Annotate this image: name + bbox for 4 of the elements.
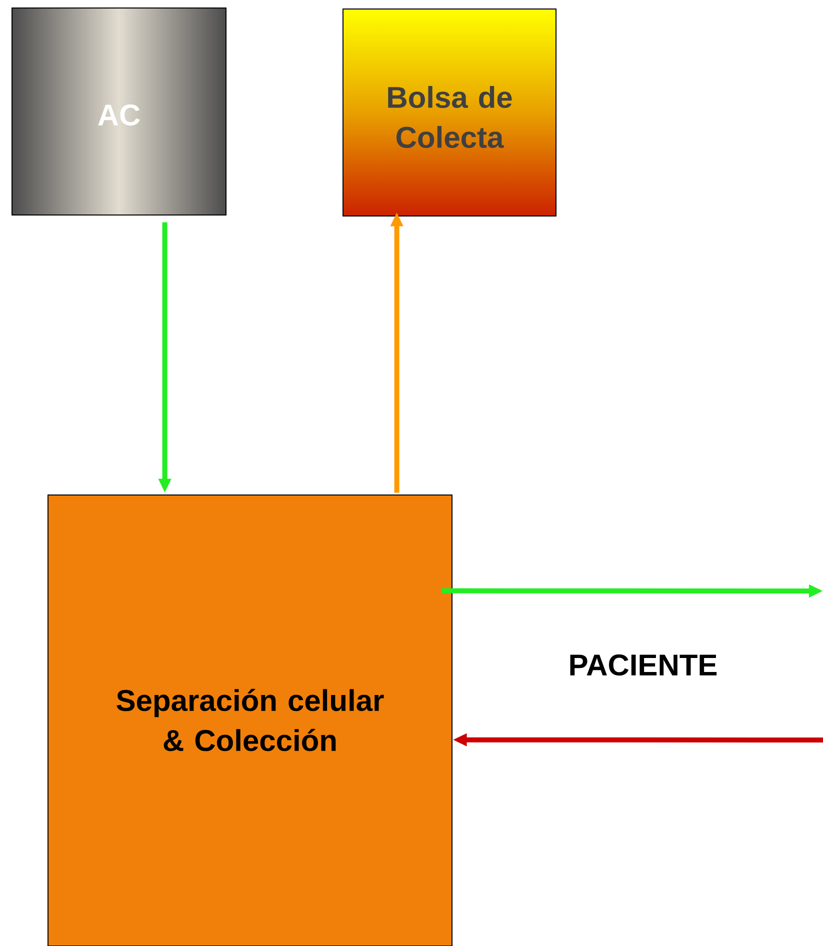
process-box: Bolsa de Colecta: [342, 8, 556, 216]
patient-label: PACIENTE: [570, 654, 717, 676]
process-box: AC: [12, 8, 226, 216]
process-box: Separación celular & Colección: [48, 494, 452, 946]
